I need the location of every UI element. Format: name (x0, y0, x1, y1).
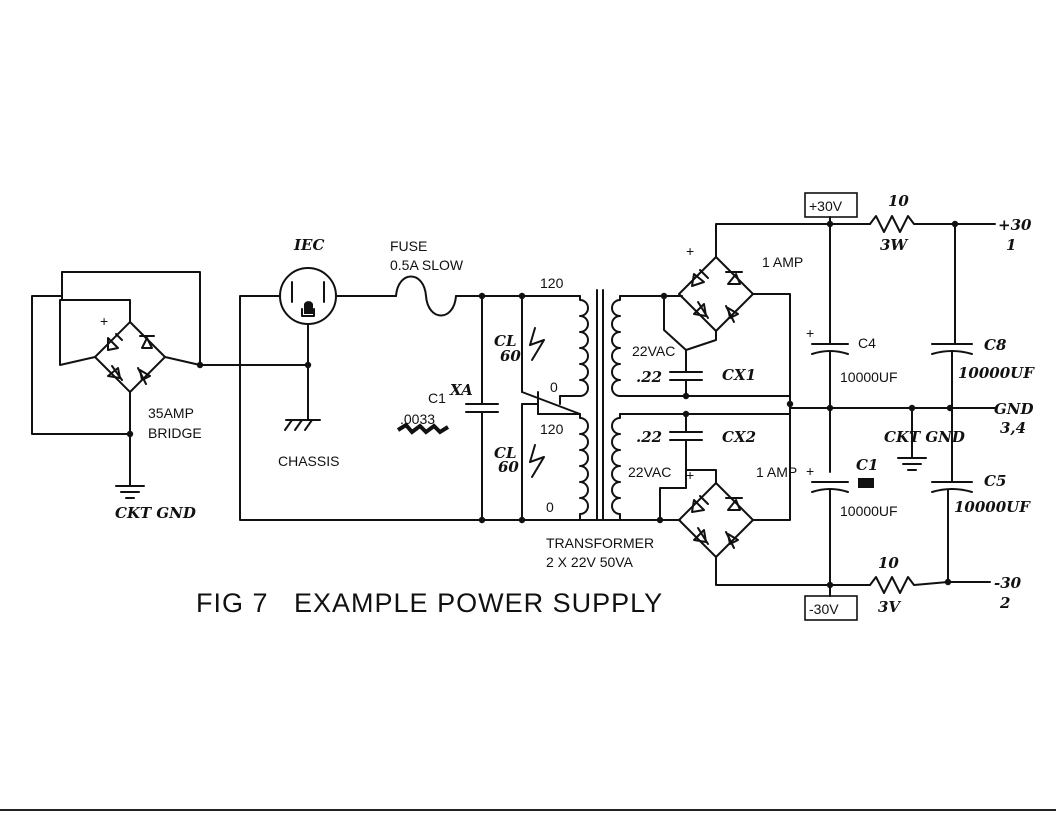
bottom-bridge-rating-label: 1 AMP (756, 464, 797, 480)
ckt-gnd-label-mid: CKT GND (884, 428, 965, 446)
r-top-value-label: 10 (888, 192, 909, 210)
c5-label: C5 (984, 472, 1006, 490)
c1xa-value-label: .0033 (400, 411, 435, 427)
c4-label: C4 (858, 335, 876, 351)
c8-label: C8 (984, 336, 1007, 354)
c8-value-label: 10000UF (958, 364, 1035, 382)
chassis-label: CHASSIS (278, 453, 339, 469)
figure-title: FIG 7 EXAMPLE POWER SUPPLY (196, 588, 663, 618)
transformer-rating-label: 2 X 22V 50VA (546, 554, 634, 570)
top-bridge-rating-label: 1 AMP (762, 254, 803, 270)
bridge-input-wire (59, 299, 131, 366)
capacitor-c4 (811, 343, 849, 473)
capacitor-c5 (931, 407, 973, 581)
cl-bottom-label: CL (494, 444, 517, 462)
cx1-value-label: .22 (636, 368, 662, 386)
transformer-secondary (611, 295, 621, 521)
bridge-rectifier-35amp (94, 321, 166, 393)
plus-30v-label: +30V (809, 198, 843, 214)
ckt-gnd-label-left: CKT GND (115, 504, 196, 522)
out-plus-pin-label: 1 (1006, 236, 1016, 254)
out-plus-label: +30 (998, 216, 1032, 234)
cl-top-value: 60 (500, 347, 521, 365)
bridge-rectifier-top (678, 256, 754, 332)
r-top-power-label: 3W (880, 236, 909, 254)
sec-top-voltage-label: 22VAC (632, 343, 675, 359)
c4-plus-mark: + (806, 325, 814, 341)
cx2-label: CX2 (722, 428, 756, 446)
c1-value-label: 10000UF (840, 503, 898, 519)
capacitor-c1 (811, 481, 849, 597)
iec-inlet (279, 267, 337, 325)
neg-rail-wire (715, 556, 871, 586)
out-minus-label: -30 (994, 574, 1022, 592)
bridge-plus-mark: + (100, 313, 108, 329)
fuse-symbol (395, 275, 457, 317)
thermistor-cl-top (521, 295, 545, 393)
cl-bottom-value: 60 (498, 458, 519, 476)
cl-top-label: CL (494, 332, 517, 350)
capacitor-cx1 (669, 363, 703, 397)
scribble-mark (396, 422, 450, 435)
r-bottom-value-label: 10 (878, 554, 899, 572)
bridge-label-2: BRIDGE (148, 425, 202, 441)
chassis-ground-symbol (284, 419, 321, 431)
transformer-primary (559, 295, 589, 521)
bridge-rectifier-bottom (678, 482, 754, 558)
ckt-gnd-symbol-mid (897, 457, 927, 471)
resistor-bottom (869, 576, 949, 594)
fuse-rating-label: 0.5A SLOW (390, 257, 464, 273)
minus-30v-label: -30V (809, 601, 839, 617)
scribble-mark-c1 (858, 478, 874, 488)
bridge-35amp-label: 35AMP (148, 405, 194, 421)
c4-value-label: 10000UF (840, 369, 898, 385)
tap-120-top-label: 120 (540, 275, 564, 291)
iec-label: IEC (293, 236, 324, 254)
mains-neutral-wire (239, 295, 661, 521)
capacitor-c1xa (465, 295, 499, 521)
r-bottom-power-label: 3V (878, 598, 901, 616)
pos-rail-wire (715, 223, 871, 258)
transformer-label: TRANSFORMER (546, 535, 654, 551)
top-bridge-plus-mark: + (686, 243, 694, 259)
sec-bottom-voltage-label: 22VAC (628, 464, 671, 480)
c1xa-label: C1 (428, 390, 446, 406)
bottom-bridge-plus-mark: + (686, 467, 694, 483)
ckt-gnd-symbol-left (115, 485, 145, 499)
plus-30v-box (804, 192, 858, 218)
cx2-value-label: .22 (636, 428, 662, 446)
tap-0-bottom-label: 0 (546, 499, 554, 515)
cx1-label: CX1 (722, 366, 756, 384)
minus-30v-box (804, 595, 858, 621)
out-gnd-pins-label: 3,4 (1000, 419, 1026, 437)
transformer-core (596, 289, 604, 521)
sec-top-wire (663, 295, 687, 365)
resistor-top (869, 215, 956, 233)
c1-label: C1 (856, 456, 878, 474)
c1-plus-mark: + (806, 463, 814, 479)
bridge-output-wire (31, 295, 131, 435)
out-minus-pin-label: 2 (999, 594, 1010, 612)
tap-120-bottom-label: 120 (540, 421, 564, 437)
bridge-input-wire-2 (61, 271, 201, 366)
tap-0-top-label: 0 (550, 379, 558, 395)
capacitor-c8 (931, 223, 973, 409)
thermistor-cl-bottom (521, 403, 545, 521)
c1xa-hand-label: XA (449, 381, 473, 399)
fuse-label: FUSE (390, 238, 427, 254)
out-gnd-label: GND (994, 400, 1034, 418)
c5-value-label: 10000UF (954, 498, 1031, 516)
